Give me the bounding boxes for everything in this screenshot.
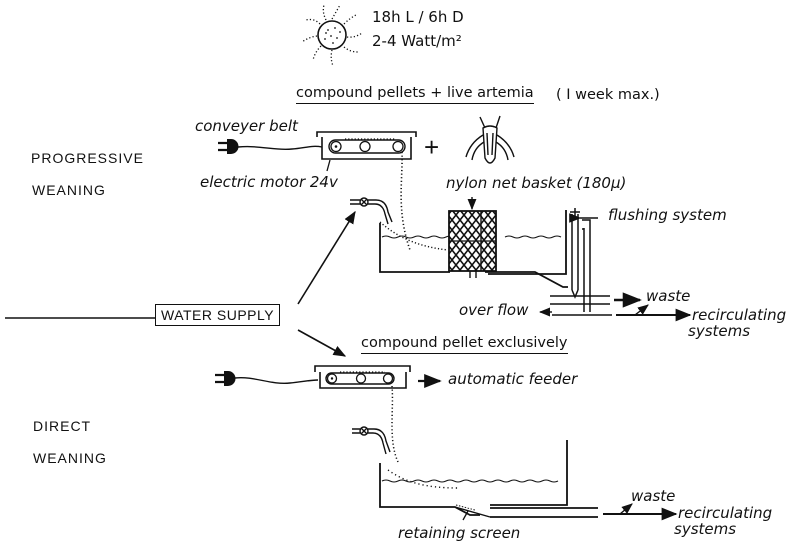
water-inlet-valve-direct [352,426,391,455]
nylon-net-basket-label: nylon net basket (180μ) [446,174,627,192]
photoperiod-label: 18h L / 6h D [372,8,464,26]
light-intensity-label: 2-4 Watt/m² [372,32,462,50]
direct-tank [379,440,598,521]
direct-recirc-line2: systems [674,520,737,538]
artemia-icon [465,115,515,164]
direct-feed-heading: compound pellet exclusively [361,336,568,354]
electric-motor-label: electric motor 24v [200,173,338,191]
power-plug-icon-direct [215,371,236,386]
sun-icon [301,4,363,67]
branch-arrow-progressive [297,210,356,305]
progressive-waste-label: waste [646,287,691,305]
retaining-screen-label: retaining screen [398,524,521,542]
conveyer-belt-label: conveyer belt [195,117,298,135]
flushing-standpipe [550,208,612,316]
progressive-tank [379,210,568,288]
direct-title-line1: DIRECT [33,418,92,434]
overflow-label: over flow [459,301,529,319]
progressive-recirc-line1: recirculating [692,306,787,324]
water-inlet-valve [350,197,393,225]
direct-title-line2: WEANING [33,450,107,466]
conveyer-belt-feeder [316,131,417,172]
automatic-feeder [314,365,411,389]
power-plug-icon [218,139,239,154]
direct-recirc-line1: recirculating [678,504,773,522]
flushing-system-label: flushing system [608,206,727,224]
progressive-feed-duration: ( I week max.) [556,87,660,103]
progressive-title-line1: PROGRESSIVE [31,150,144,166]
plus-sign: + [424,132,440,162]
water-supply-box: WATER SUPPLY [155,304,281,326]
progressive-feed-heading: compound pellets + live artemia [296,86,534,104]
direct-waste-label: waste [631,487,676,505]
automatic-feeder-label: automatic feeder [448,370,578,388]
power-cable [237,145,323,151]
branch-arrow-direct [297,329,347,357]
nylon-net-basket [448,197,497,278]
progressive-recirc-line2: systems [688,322,751,340]
progressive-title-line2: WEANING [32,182,106,198]
